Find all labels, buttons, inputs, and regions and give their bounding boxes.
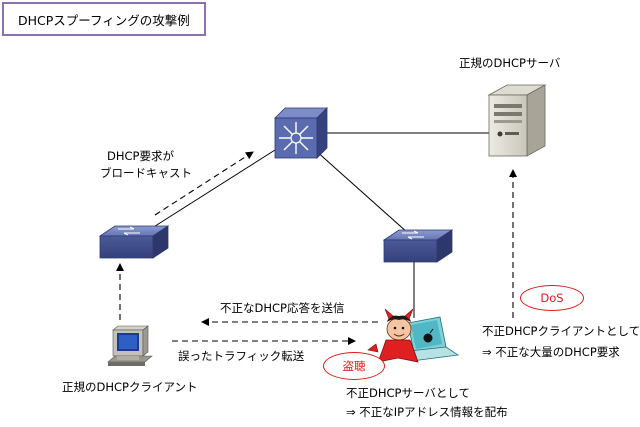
core-switch-icon [274, 107, 328, 159]
diagram-title: DHCPスプーフィングの攻撃例 [2, 2, 206, 36]
broadcast-label-line2: ブロードキャスト [100, 166, 192, 180]
dos-callout: DoS [520, 285, 584, 311]
legit-client-label: 正規のDHCPクライアント [62, 380, 198, 394]
eavesdrop-callout: 盗聴 [323, 352, 385, 380]
rogue-server-label-line1: 不正DHCPサーバとして [346, 386, 471, 400]
link-router-right-switch [314, 149, 409, 234]
legit-server-label: 正規のDHCPサーバ [459, 56, 561, 70]
broadcast-label-line1: DHCP要求が [107, 149, 174, 163]
rogue-client-label-line1: 不正DHCPクライアントとして [482, 324, 640, 338]
rogue-server-label-line2: ⇒ 不正なIPアドレス情報を配布 [346, 405, 508, 419]
rogue-client-label-line2: ⇒ 不正な大量のDHCP要求 [482, 345, 620, 359]
dhcp-client-pc-icon [107, 325, 153, 366]
link-router-left-switch [151, 149, 276, 229]
rogue-response-label: 不正なDHCP応答を送信 [220, 301, 345, 315]
right-switch-icon [382, 229, 454, 263]
left-switch-icon [98, 225, 170, 259]
misdirected-traffic-label: 誤ったトラフィック転送 [178, 349, 305, 363]
dhcp-server-icon [487, 84, 547, 157]
rogue-attacker-icon [367, 308, 460, 363]
network-links [151, 132, 500, 318]
